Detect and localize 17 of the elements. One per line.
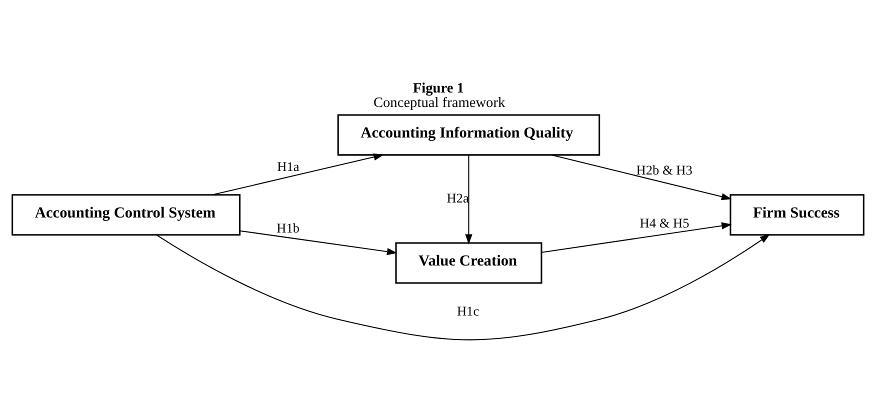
node-box: Firm Success [730,194,864,236]
arrow [156,234,770,340]
node-box: Value Creation [395,242,542,284]
arrow [465,155,472,245]
arrow [552,154,732,200]
diagram-title: Figure 1 [412,80,464,97]
edge-label: H4 & H5 [640,216,690,231]
edge-label: H2b & H3 [636,162,692,178]
node-box: Accounting Control System [12,194,241,236]
caption: Conceptual framework [373,94,506,111]
arrow [542,222,732,253]
node-box: Accounting Information Quality [337,114,600,156]
arrow [212,153,384,196]
edge-label: H1c [456,304,480,319]
edge-label: H1a [277,159,300,174]
arrow [240,230,398,256]
edge-label: H1b [276,220,300,236]
